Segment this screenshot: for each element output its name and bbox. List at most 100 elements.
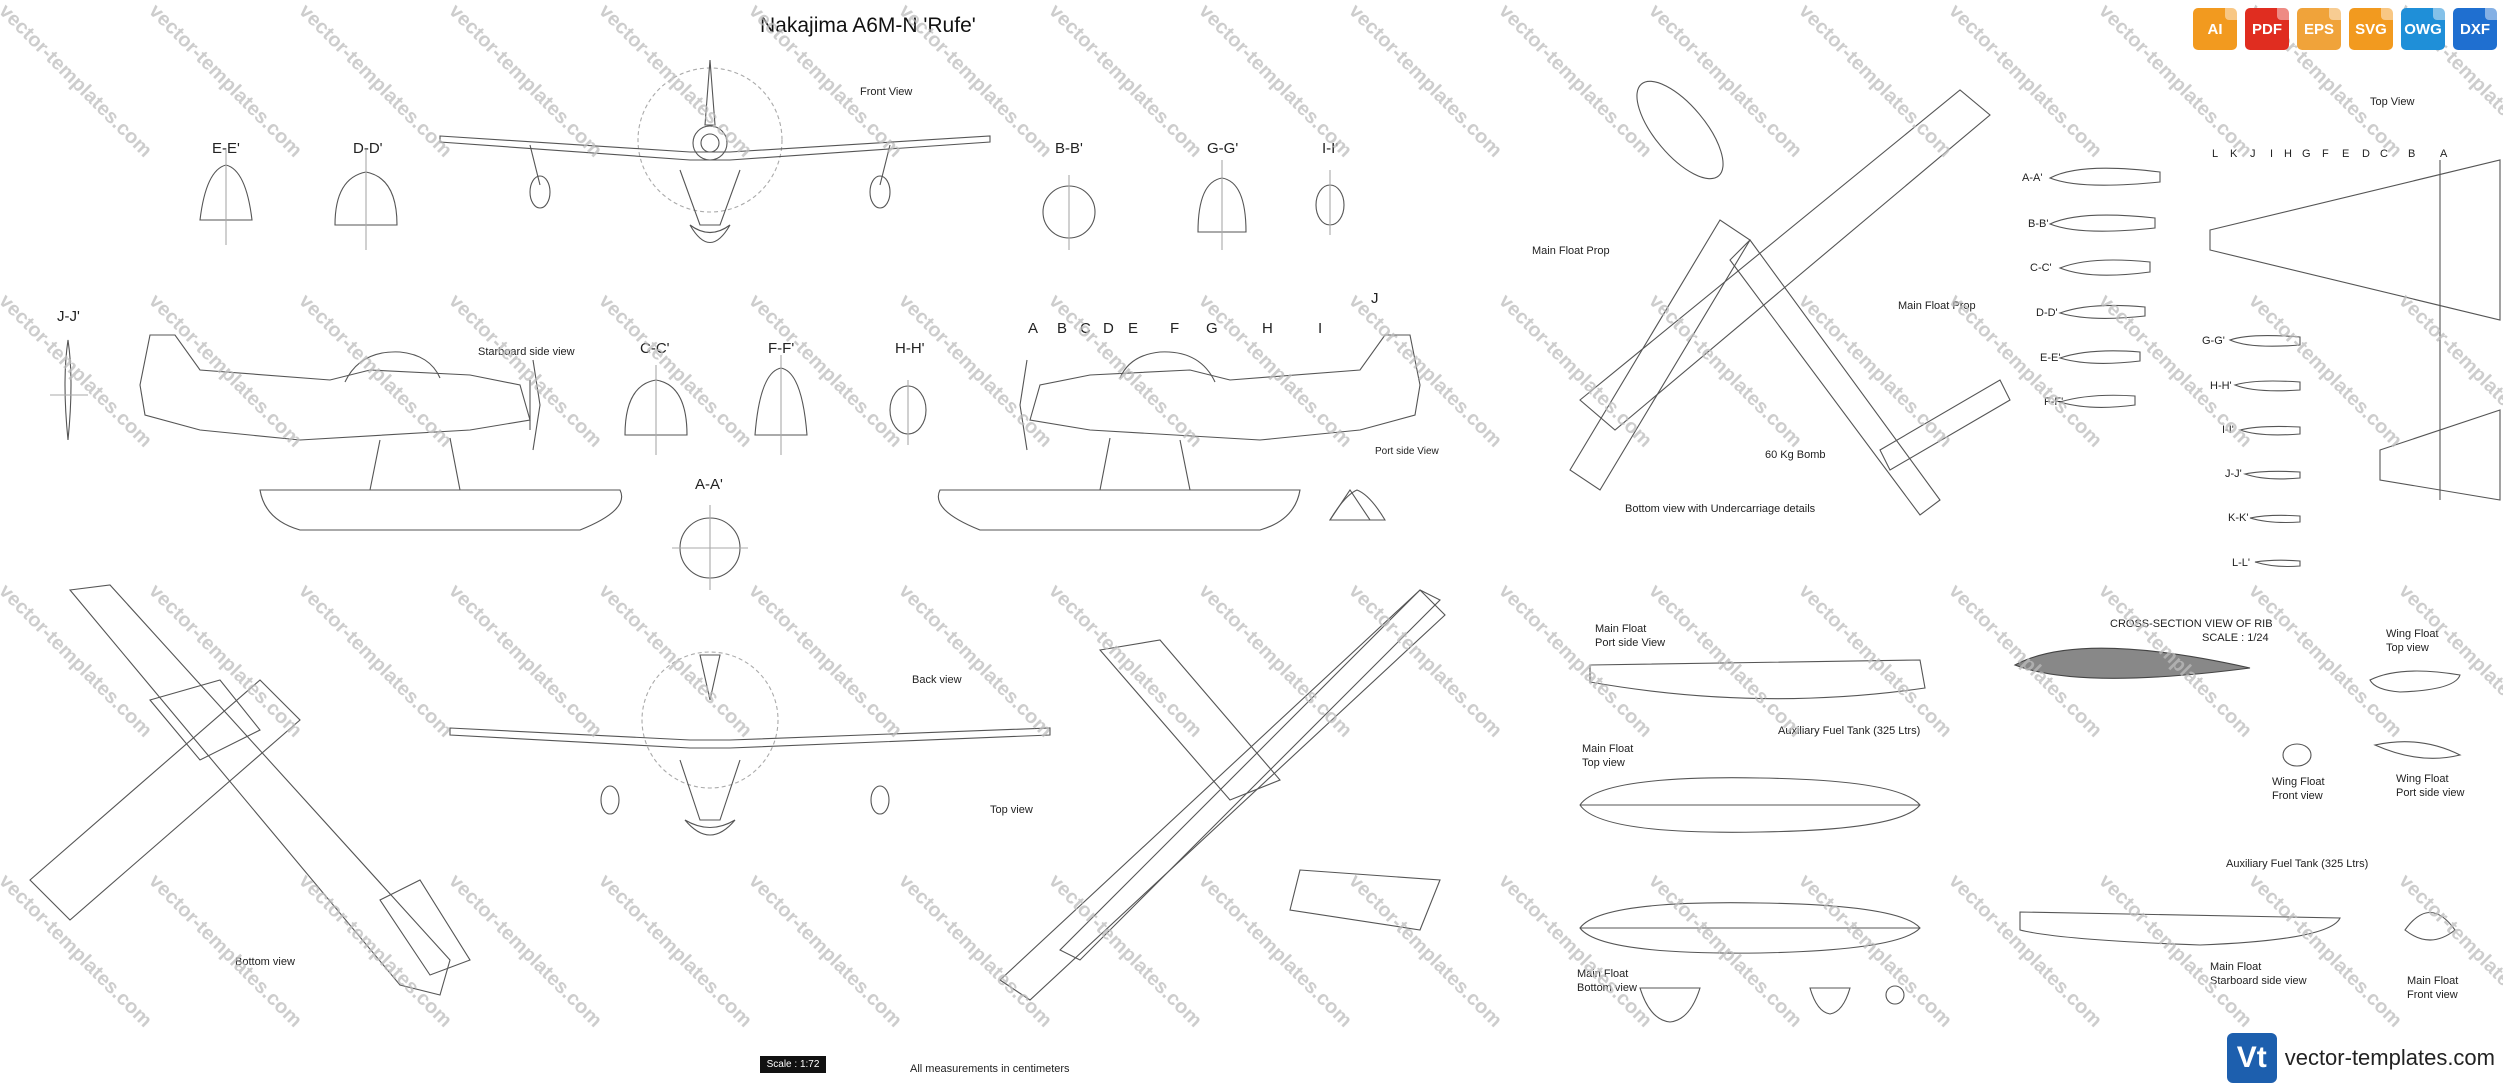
dxf-format-button[interactable]: DXF — [2453, 8, 2497, 50]
airfoil-profiles-drawing — [2048, 167, 2301, 568]
label-section-jj: J-J' — [57, 308, 80, 325]
label-main-float-port-1: Main Float — [1595, 623, 1647, 635]
section-cc-drawing — [624, 365, 688, 455]
label-main-float-top-1: Main Float — [1582, 743, 1634, 755]
airfoil-label: I-I' — [2222, 424, 2234, 436]
top-station-letter: G — [2302, 148, 2311, 160]
top-station-letter: L — [2212, 148, 2219, 160]
station-letter: C — [1080, 320, 1091, 337]
top-view-drawing — [999, 589, 1446, 1001]
label-section-gg: G-G' — [1207, 140, 1239, 157]
label-main-float-port-2: Port side View — [1595, 637, 1666, 649]
station-letter: A — [1028, 320, 1039, 337]
label-section-ee: E-E' — [212, 140, 240, 157]
section-jj-drawing — [50, 339, 88, 441]
top-station-letter: E — [2342, 148, 2350, 160]
label-top-view-right: Top View — [2370, 96, 2415, 108]
airfoil-label: L-L' — [2232, 557, 2250, 569]
ai-format-button[interactable]: AI — [2193, 8, 2237, 50]
label-wing-float-front-1: Wing Float — [2272, 776, 2325, 788]
label-starboard-side-view: Starboard side view — [478, 346, 575, 358]
label-wing-float-port-2: Port side view — [2396, 787, 2465, 799]
airfoil-label: K-K' — [2228, 512, 2249, 524]
station-letter: I — [1318, 320, 1323, 337]
airfoil-label: G-G' — [2202, 335, 2225, 347]
scale-badge: Scale : 1:72 — [760, 1056, 826, 1073]
station-letter: E — [1128, 320, 1139, 337]
section-aa-drawing — [672, 505, 748, 590]
label-section-cc: C-C' — [640, 340, 670, 357]
label-section-ii: I-I' — [1322, 140, 1339, 157]
label-section-hh: H-H' — [895, 340, 925, 357]
main-float-front-drawing — [2404, 912, 2456, 941]
airfoil-label: J-J' — [2225, 468, 2242, 480]
label-main-float-bottom-1: Main Float — [1577, 968, 1629, 980]
station-letter: D — [1103, 320, 1114, 337]
label-bottom-view: Bottom view — [235, 956, 295, 968]
top-station-letter: C — [2380, 148, 2388, 160]
section-ff-drawing — [754, 355, 808, 455]
port-side-view-drawing — [937, 334, 1421, 531]
main-float-port-drawing — [1589, 659, 1926, 700]
label-wing-float-top-1: Wing Float — [2386, 628, 2439, 640]
format-bar: AI PDF EPS SVG OWG DXF — [2193, 8, 2497, 50]
airfoil-label: H-H' — [2210, 380, 2232, 392]
bottom-view-undercarriage-drawing — [1569, 80, 2011, 516]
airfoil-label: A-A' — [2022, 172, 2043, 184]
owg-format-button[interactable]: OWG — [2401, 8, 2445, 50]
station-letter: B — [1057, 320, 1068, 337]
rib-cross-section-drawing — [2013, 647, 2251, 679]
back-view-drawing — [449, 651, 1051, 836]
label-section-bb: B-B' — [1055, 140, 1083, 157]
label-section-dd: D-D' — [353, 140, 383, 157]
label-bottom-view-undercarriage: Bottom view with Undercarriage details — [1625, 503, 1816, 515]
main-float-top-drawing — [1579, 777, 1921, 833]
airfoil-label: D-D' — [2036, 307, 2058, 319]
callout-main-float-prop-right: Main Float Prop — [1898, 300, 1976, 312]
top-station-letter: J — [2250, 148, 2256, 160]
brand-footer[interactable]: Vt vector-templates.com — [2226, 1033, 2495, 1083]
airfoil-label: E-E' — [2040, 352, 2061, 364]
page-title: Nakajima A6M-N 'Rufe' — [760, 14, 976, 37]
top-station-letter: H — [2284, 148, 2292, 160]
brand-logo-icon: Vt — [2226, 1033, 2277, 1083]
section-ee-drawing — [199, 150, 253, 245]
label-main-float-bottom-2: Bottom view — [1577, 982, 1637, 994]
callout-main-float-prop-left: Main Float Prop — [1532, 245, 1610, 257]
top-station-letter: A — [2440, 148, 2448, 160]
top-station-letter: D — [2362, 148, 2370, 160]
main-float-bottom-drawing — [1579, 902, 1921, 1023]
label-main-float-starboard-1: Main Float — [2210, 961, 2262, 973]
callout-fuel-tank-1: Auxiliary Fuel Tank (325 Ltrs) — [1778, 725, 1921, 737]
label-section-ff: F-F' — [768, 340, 795, 357]
top-station-letter: B — [2408, 148, 2416, 160]
label-wing-float-port-1: Wing Float — [2396, 773, 2449, 785]
callout-rib-scale: SCALE : 1/24 — [2202, 632, 2269, 644]
label-wing-float-front-2: Front view — [2272, 790, 2323, 802]
top-station-letter: F — [2322, 148, 2329, 160]
station-letter: J — [1371, 290, 1379, 307]
callout-bomb: 60 Kg Bomb — [1765, 449, 1826, 461]
top-view-right-drawing — [2209, 159, 2501, 501]
brand-name: vector-templates.com — [2284, 1045, 2495, 1070]
airfoil-label: C-C' — [2030, 262, 2052, 274]
label-main-float-front-1: Main Float — [2407, 975, 2459, 987]
section-dd-drawing — [334, 150, 398, 250]
eps-format-button[interactable]: EPS — [2297, 8, 2341, 50]
callout-rib-title: CROSS-SECTION VIEW OF RIB — [2110, 618, 2273, 630]
airfoil-label: B-B' — [2028, 218, 2049, 230]
label-back-view: Back view — [912, 674, 962, 686]
section-ii-drawing — [1315, 170, 1345, 235]
airfoil-label: F-F' — [2044, 396, 2064, 408]
label-front-view: Front View — [860, 86, 913, 98]
wing-float-top-drawing — [2369, 670, 2461, 693]
label-section-aa: A-A' — [695, 476, 723, 493]
top-station-letter: I — [2270, 148, 2274, 160]
pdf-format-button[interactable]: PDF — [2245, 8, 2289, 50]
svg-format-button[interactable]: SVG — [2349, 8, 2393, 50]
label-main-float-top-2: Top view — [1582, 757, 1625, 769]
measurements-note: All measurements in centimeters — [910, 1063, 1070, 1075]
station-letter: F — [1170, 320, 1180, 337]
top-station-letter: K — [2230, 148, 2238, 160]
